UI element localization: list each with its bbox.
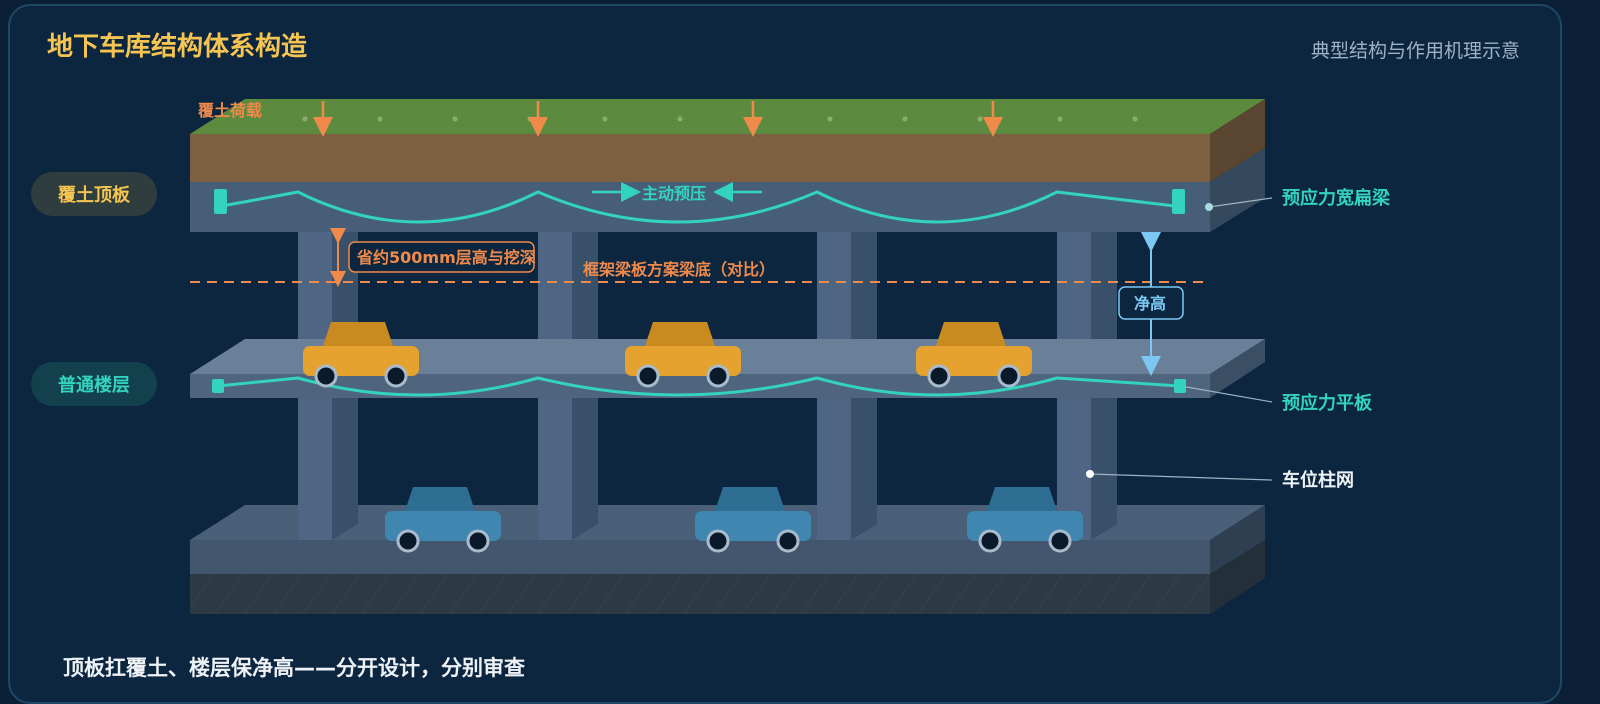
height-savings-label: 省约500mm层高与挖深	[356, 248, 536, 267]
tendon-anchor	[212, 379, 224, 393]
page-subtitle: 典型结构与作用机理示意	[1310, 40, 1520, 62]
soil-cover	[190, 99, 1265, 182]
flat-slab-callout: 预应力平板	[1282, 392, 1373, 414]
summary-footer: 顶板扛覆土、楼层保净高——分开设计，分别审查	[63, 656, 525, 680]
lower-parked-cars	[385, 487, 1083, 553]
page-title: 地下车库结构体系构造	[47, 32, 308, 62]
callout-leaders	[1086, 197, 1273, 481]
car-icon	[625, 322, 741, 388]
tendon-anchor	[214, 189, 227, 214]
height-savings-dimension: 省约500mm层高与挖深	[330, 228, 536, 287]
frame-beam-bottom-label: 框架梁板方案梁底（对比）	[583, 260, 775, 279]
slab-tendon-profile	[217, 376, 1181, 397]
car-icon	[967, 487, 1083, 553]
roof-slab-label: 覆土顶板	[31, 172, 157, 216]
soil-load-label: 覆土荷载	[197, 101, 262, 120]
roof-slab	[190, 148, 1265, 232]
soil-load-arrows	[313, 101, 1003, 137]
floor-level-label: 普通楼层	[31, 362, 157, 406]
clear-height-label: 净高	[1134, 294, 1166, 313]
upper-parked-cars	[303, 322, 1032, 388]
car-icon	[303, 322, 419, 388]
column-grid-callout: 车位柱网	[1282, 469, 1354, 491]
car-icon	[695, 487, 811, 553]
active-prestress-indicator: 主动预压	[592, 182, 762, 203]
car-icon	[916, 322, 1032, 388]
active-prestress-label: 主动预压	[642, 184, 706, 203]
beam-tendon-profile	[221, 190, 1176, 224]
clear-height-dimension: 净高	[1118, 232, 1184, 376]
wide-flat-beam-callout: 预应力宽扁梁	[1282, 187, 1391, 209]
tendon-anchor	[1172, 189, 1185, 214]
foundation-slab	[190, 505, 1265, 614]
garage-structure-diagram: 覆土荷载 主动预压 框架梁板方案梁底（对比） 省约500mm层高与挖深 净高 预…	[190, 99, 1391, 614]
car-icon	[385, 487, 501, 553]
